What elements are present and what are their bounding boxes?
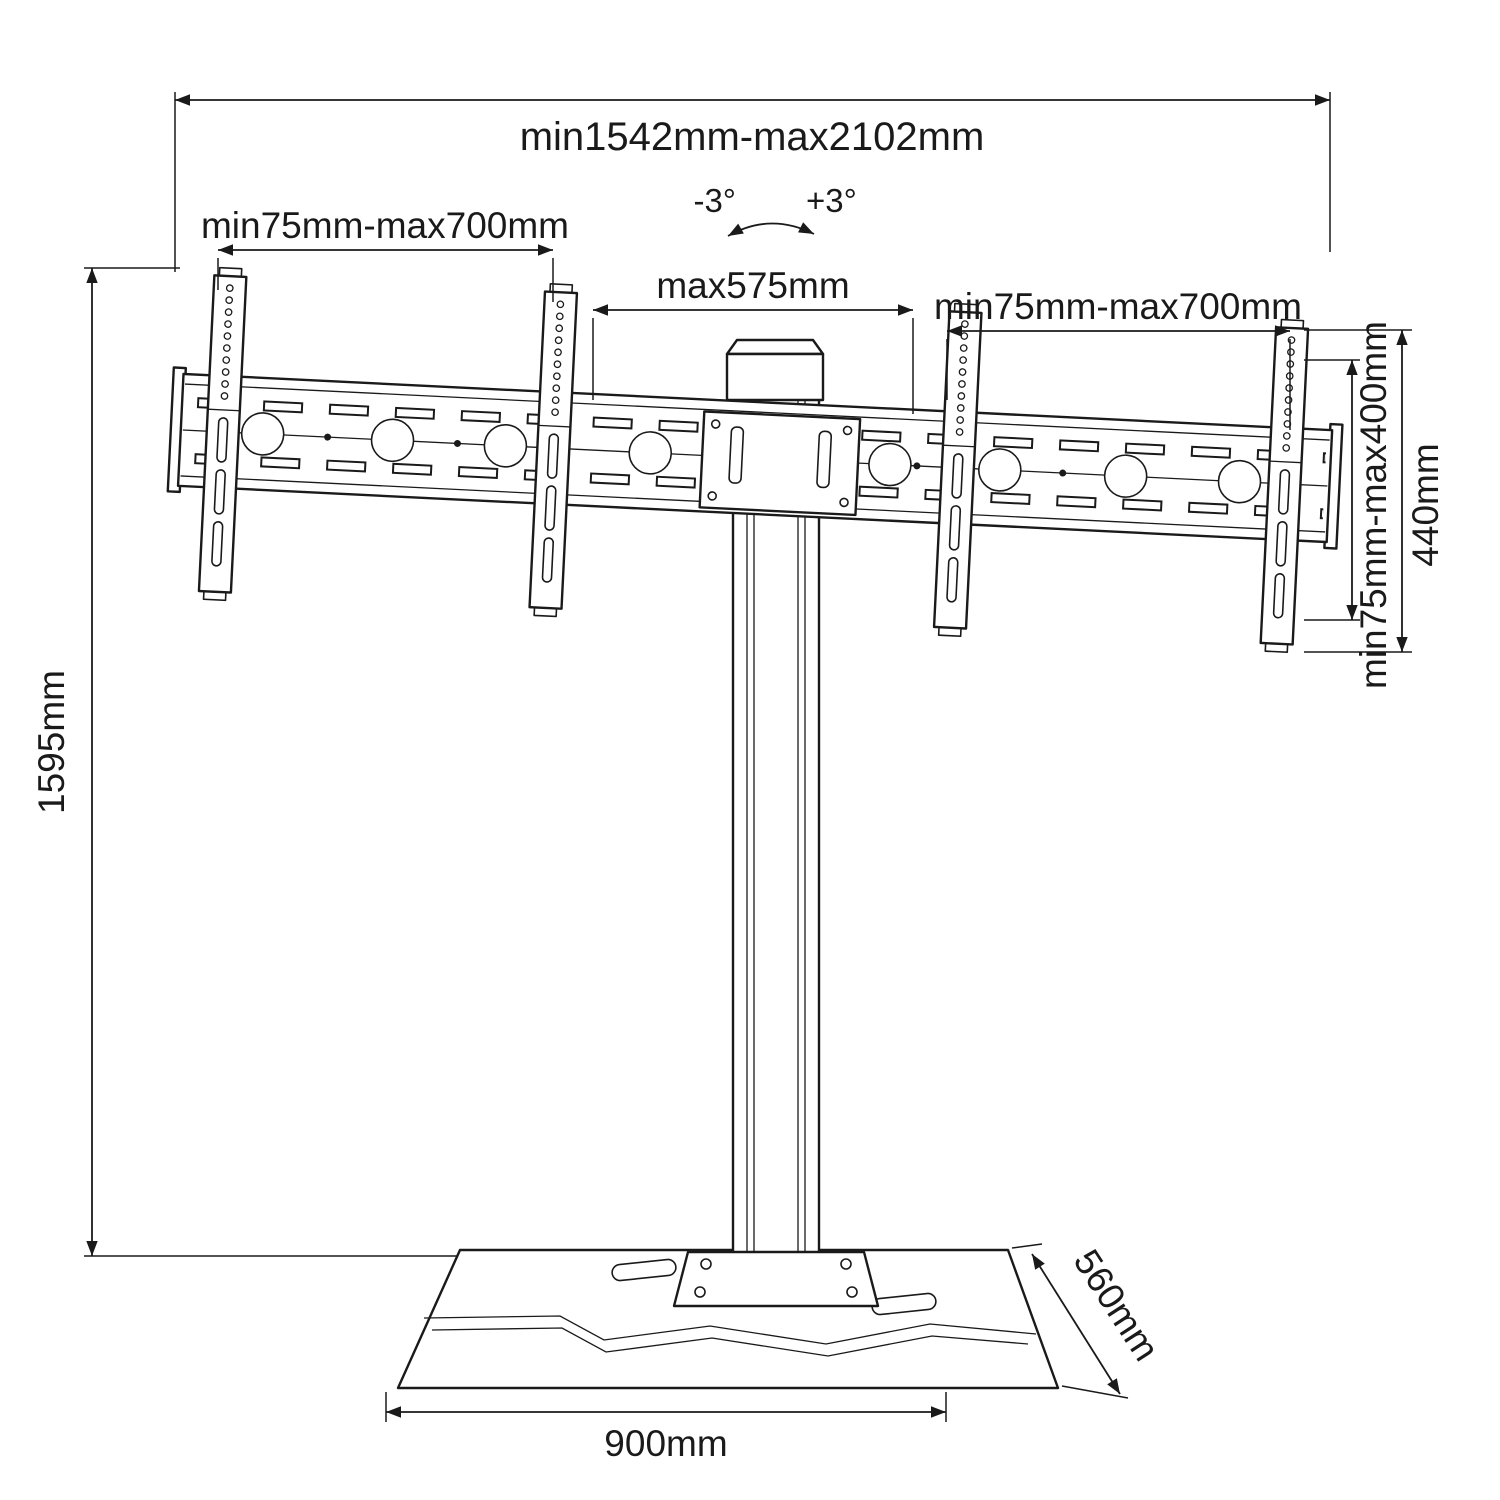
dim-base-width-label: 900mm xyxy=(604,1423,727,1464)
vesa-plate-right-inner xyxy=(932,302,983,638)
dim-base-depth-label: 560mm xyxy=(1066,1242,1168,1368)
dim-center-width-label: max575mm xyxy=(656,265,849,306)
vesa-plate-left-outer xyxy=(197,266,248,602)
dim-tilt-positive-label: +3° xyxy=(806,182,857,219)
dim-bracket-height-label: 440mm xyxy=(1405,443,1446,566)
pole-column xyxy=(731,396,821,1262)
dim-stand-height-label: 1595mm xyxy=(31,670,72,814)
dim-right-bracket-label: min75mm-max700mm xyxy=(934,286,1302,327)
center-mount-plate xyxy=(698,410,862,517)
vesa-plate-right-outer xyxy=(1259,318,1310,654)
base-slot-cutout-left xyxy=(611,1258,677,1282)
tilt-arc-arrow xyxy=(727,222,815,237)
base-slot-cutout-right xyxy=(871,1292,937,1316)
crossbar-assembly xyxy=(166,266,1344,654)
dim-overall-width-label: min1542mm-max2102mm xyxy=(520,115,985,159)
vesa-plate-left-inner xyxy=(528,282,579,618)
pole-top-cap xyxy=(725,338,825,402)
pole-base-mount-plate xyxy=(672,1250,880,1308)
dim-left-bracket-label: min75mm-max700mm xyxy=(201,205,569,246)
dim-tilt-negative-label: -3° xyxy=(693,182,736,219)
dim-vesa-vertical-label: min75mm-max400mm xyxy=(1353,321,1394,689)
